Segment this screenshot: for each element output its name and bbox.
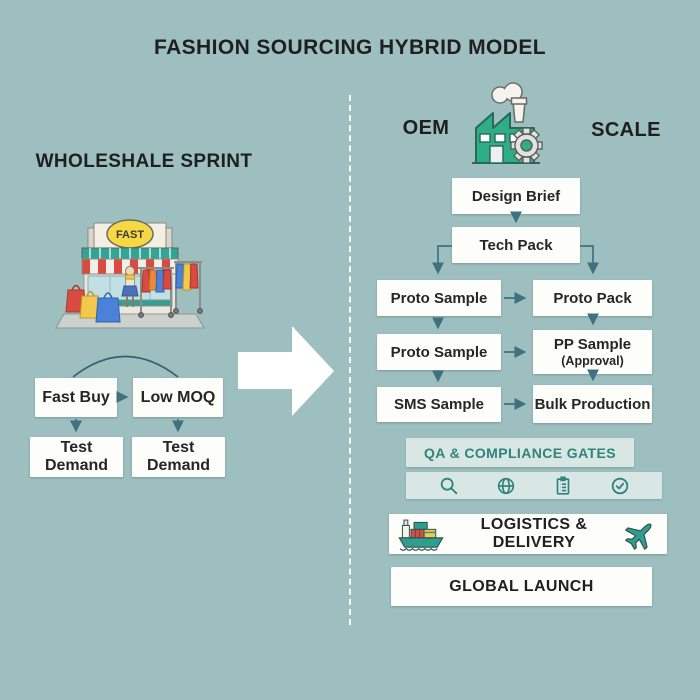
flow-box-label: Tech Pack xyxy=(479,236,553,254)
flow-box-proto-sample-1: Proto Sample xyxy=(377,280,501,316)
checklist-icon xyxy=(556,475,569,495)
flow-box-tech-pack: Tech Pack xyxy=(452,227,580,263)
check-circle-icon xyxy=(611,477,628,494)
flow-box-fast-buy: Fast Buy xyxy=(35,378,117,417)
magnifier-icon xyxy=(440,477,457,494)
oem-label: OEM xyxy=(402,117,450,139)
logistics-delivery-bar: LOGISTICS & DELIVERY xyxy=(389,514,667,554)
canopy-stripes xyxy=(89,248,171,259)
flow-box-label: Test Demand xyxy=(44,439,109,474)
flow-box-label: Low MOQ xyxy=(140,388,216,406)
clothing-rack-1 xyxy=(138,267,174,318)
divider-dashed-line xyxy=(349,95,351,625)
clothing-rack-2 xyxy=(173,261,203,314)
flow-box-bulk-production: Bulk Production xyxy=(533,385,652,423)
global-launch-bar: GLOBAL LAUNCH xyxy=(391,567,652,606)
flow-box-label: Proto Pack xyxy=(553,289,632,307)
cargo-ship-icon xyxy=(398,519,444,551)
flow-box-test-demand-1: Test Demand xyxy=(30,437,123,477)
flow-box-low-moq: Low MOQ xyxy=(133,378,223,417)
flow-box-sublabel: (Approval) xyxy=(561,354,624,369)
flow-box-label: Test Demand xyxy=(146,439,211,474)
flow-box-design-brief: Design Brief xyxy=(452,178,580,214)
gear-icon xyxy=(510,127,543,164)
flow-box-label: Proto Sample xyxy=(390,343,488,361)
page-title: FASHION SOURCING HYBRID MODEL xyxy=(154,36,546,59)
flow-box-test-demand-2: Test Demand xyxy=(132,437,225,477)
flow-box-label: PP Sample xyxy=(553,336,632,354)
store-sign-text: FAST xyxy=(116,229,144,241)
qa-icons-bar xyxy=(406,472,662,499)
flow-box-label: SMS Sample xyxy=(393,396,485,413)
flow-box-label: Design Brief xyxy=(471,187,561,205)
flow-box-label: Fast Buy xyxy=(42,388,110,406)
flow-box-proto-sample-2: Proto Sample xyxy=(377,334,501,370)
scale-label: SCALE xyxy=(591,119,661,141)
flow-box-sms-sample: SMS Sample xyxy=(377,387,501,422)
qa-compliance-gates-bar: QA & COMPLIANCE GATES xyxy=(406,438,634,467)
airplane-icon xyxy=(625,523,652,550)
qa-compliance-gates-label: QA & COMPLIANCE GATES xyxy=(424,444,616,461)
flow-box-label: Bulk Production xyxy=(534,395,651,413)
left-section-heading: WHOLESHALE SPRINT xyxy=(35,151,253,172)
fast-fashion-store-illustration: FAST xyxy=(55,219,205,329)
shopper-person xyxy=(121,266,139,307)
flow-box-proto-pack: Proto Pack xyxy=(533,280,652,316)
flow-box-pp-sample: PP Sample (Approval) xyxy=(533,330,652,374)
shopping-bags xyxy=(65,284,121,323)
globe-icon xyxy=(497,477,514,494)
factory-icon xyxy=(472,82,543,164)
global-launch-label: GLOBAL LAUNCH xyxy=(449,577,594,595)
flow-box-label: Proto Sample xyxy=(390,289,488,307)
logistics-delivery-label: LOGISTICS & DELIVERY xyxy=(480,516,588,551)
